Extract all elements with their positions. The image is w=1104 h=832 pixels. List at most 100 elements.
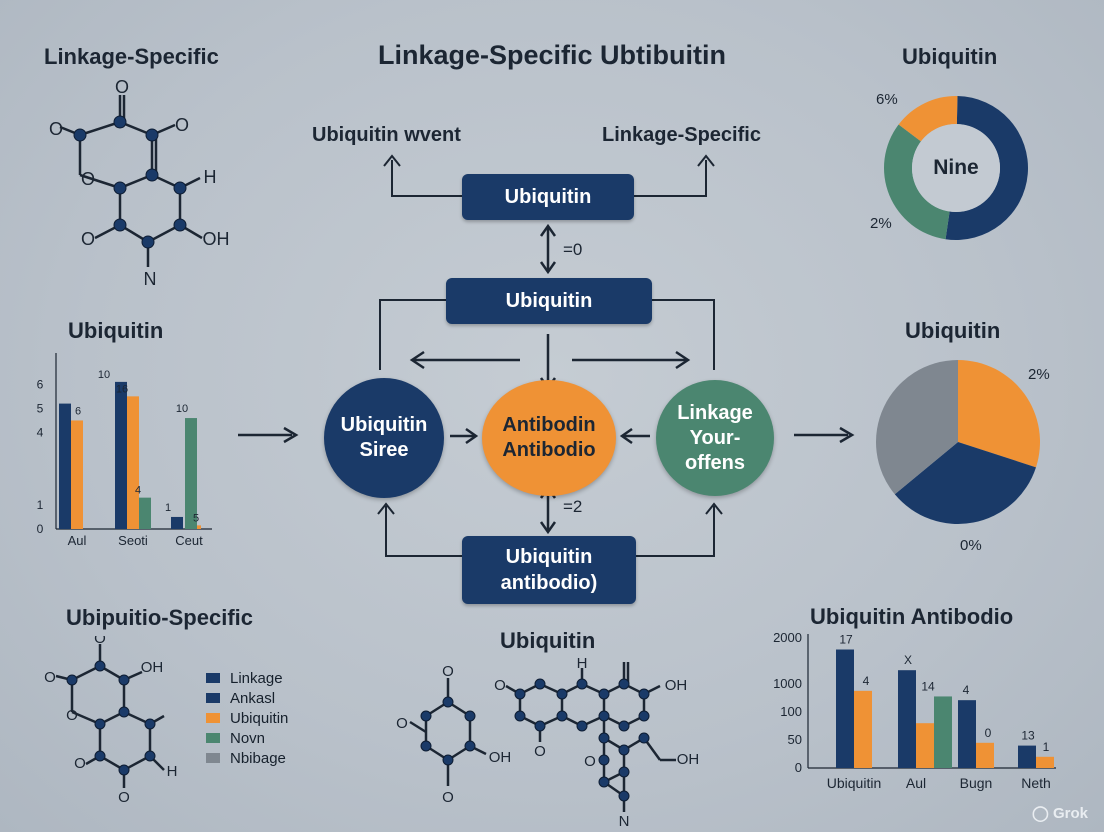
pie-slice [958, 360, 1040, 468]
atom-label: O [81, 169, 95, 189]
donut-slice [884, 124, 950, 240]
data-label: 10 [98, 369, 110, 381]
arrow-center-to-right [794, 426, 855, 444]
legend-item: Ankasl [206, 688, 288, 708]
legend: Linkage Ankasl Ubiquitin Novn Nbibage [206, 668, 288, 768]
atom-label: O [396, 715, 408, 732]
molecule-bottom-left: O OH O O O H O [44, 636, 178, 806]
data-label: 4 [135, 485, 141, 497]
data-label: 1 [1043, 740, 1050, 754]
legend-swatch [206, 713, 220, 723]
bar [1036, 756, 1054, 768]
legend-swatch [206, 693, 220, 703]
atom-label: O [66, 707, 78, 724]
bar [1018, 745, 1036, 768]
donut-slice [898, 96, 958, 142]
flow-box-bottom: Ubiquitin antibodio) [462, 536, 636, 604]
atom-label: OH [141, 659, 164, 676]
bar [916, 723, 934, 768]
legend-item: Nbibage [206, 748, 288, 768]
flow-label-left: Ubiquitin wvent [312, 124, 461, 146]
y-tick-label: 1 [37, 498, 44, 512]
x-tick-label: Seoti [118, 533, 148, 548]
section-heading-bottom-right: Ubiquitin Antibodio [810, 604, 1014, 629]
pie-label-bottom: 0% [960, 537, 982, 554]
data-label: 0 [985, 726, 992, 740]
atom-label: O [442, 789, 454, 806]
data-label: 13 [1021, 729, 1035, 743]
page-title: Linkage-Specific Ubtibuitin [377, 40, 727, 70]
grok-watermark: ◯ Grok [1032, 805, 1088, 822]
data-label: 17 [839, 633, 853, 647]
section-heading-top-left: Linkage-Specific [44, 44, 219, 69]
bar [171, 516, 183, 529]
x-tick-label: Aul [906, 775, 926, 791]
molecule-bottom-center: O O O OH O H O OH O OH N [396, 656, 699, 828]
flow-eq-bottom: =2 [563, 497, 583, 516]
arrow-left-to-center [238, 426, 299, 444]
atom-label: O [94, 636, 106, 647]
atom-label: OH [665, 677, 688, 694]
donut-hole [912, 124, 1000, 212]
flow-eq-top: =0 [563, 240, 583, 259]
atom-label: O [534, 743, 546, 760]
bar [898, 670, 916, 768]
data-label: X [904, 653, 912, 667]
atom-label: O [175, 115, 189, 135]
atom-label: O [44, 669, 56, 686]
section-heading-mid-left: Ubiquitin [68, 318, 164, 343]
legend-swatch [206, 673, 220, 683]
y-tick-label: 0 [795, 760, 802, 775]
atom-label: O [81, 229, 95, 249]
legend-item: Linkage [206, 668, 288, 688]
pie-label-right: 2% [1028, 366, 1050, 383]
bar [976, 742, 994, 768]
bar [958, 700, 976, 768]
section-heading-mid-right: Ubiquitin [905, 318, 1001, 343]
bar [127, 396, 139, 529]
y-tick-label: 1000 [773, 676, 802, 691]
atom-label: H [204, 167, 217, 187]
section-heading-bottom-center: Ubiquitin [500, 628, 596, 653]
pie-chart [876, 360, 1040, 524]
atom-label: O [442, 663, 454, 680]
bar [71, 420, 83, 529]
donut-chart [884, 96, 1028, 240]
atom-label: O [115, 77, 129, 97]
atom-label: O [494, 677, 506, 694]
bar [139, 497, 151, 529]
data-label: 14 [921, 679, 935, 693]
flow-box-top: Ubiquitin [462, 174, 634, 220]
bar [185, 418, 197, 529]
bar [854, 690, 872, 768]
atom-label: O [49, 119, 63, 139]
flow-box-mid: Ubiquitin [446, 278, 652, 324]
bar [59, 403, 71, 529]
y-tick-label: 100 [780, 704, 802, 719]
pie-slice [894, 442, 1036, 524]
atom-label: OH [203, 229, 230, 249]
y-tick-label: 5 [37, 401, 44, 415]
y-tick-label: 6 [37, 377, 44, 391]
y-tick-label: 2000 [773, 630, 802, 645]
molecule-top-left: O O O O H O OH N [49, 77, 230, 289]
section-heading-top-right: Ubiquitin [902, 44, 998, 69]
atom-label: N [619, 813, 630, 828]
x-tick-label: Ubiquitin [827, 775, 881, 791]
data-label: 1 [165, 502, 171, 514]
pie-slice [876, 360, 958, 495]
x-tick-label: Neth [1021, 775, 1051, 791]
atom-label: N [144, 269, 157, 289]
atom-label: H [167, 763, 178, 780]
data-label: 4 [863, 674, 870, 688]
legend-swatch [206, 753, 220, 763]
legend-item: Ubiquitin [206, 708, 288, 728]
y-tick-label: 4 [37, 426, 44, 440]
donut-slice [945, 96, 1028, 240]
donut-label-bottom: 2% [870, 215, 892, 232]
x-tick-label: Aul [68, 533, 87, 548]
atom-label: O [118, 789, 130, 806]
